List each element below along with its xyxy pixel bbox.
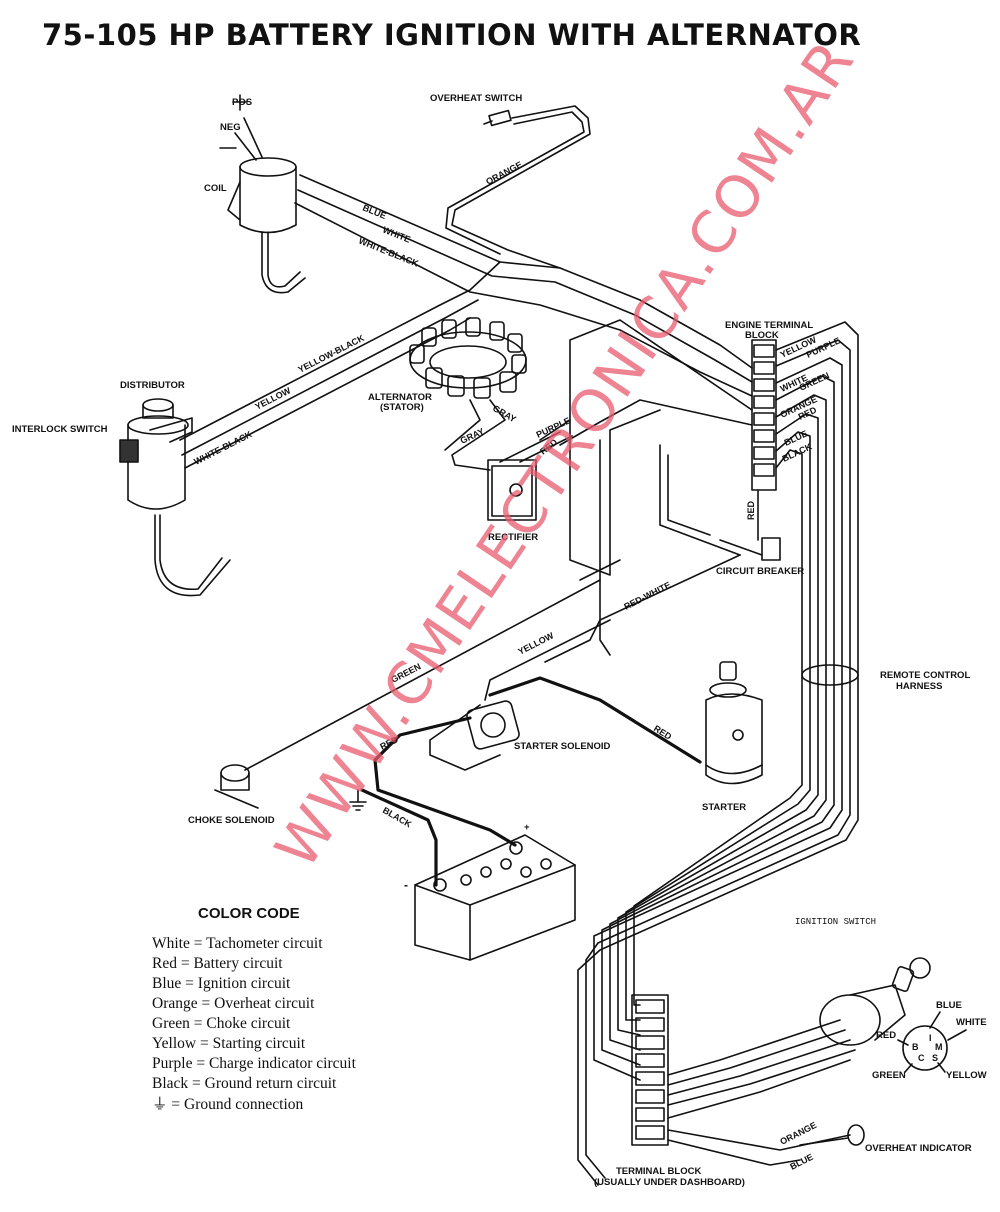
color-code-row-ground: ⏚ = Ground connection bbox=[152, 1095, 304, 1113]
color-code-row: Blue = Ignition circuit bbox=[152, 975, 291, 992]
coil bbox=[219, 94, 306, 294]
label-remote-control-harness-2: HARNESS bbox=[896, 681, 943, 692]
wire-label-green-choke: GREEN bbox=[389, 661, 422, 684]
remote-control-harness bbox=[577, 321, 859, 1186]
yellow-wire bbox=[484, 619, 611, 701]
distributor bbox=[119, 398, 231, 597]
rectifier bbox=[487, 431, 573, 521]
label-alternator-sub: (STATOR) bbox=[380, 402, 424, 413]
label-battery-plus: + bbox=[524, 822, 530, 833]
starter-motor bbox=[705, 661, 763, 785]
label-choke-solenoid: CHOKE SOLENOID bbox=[188, 815, 275, 826]
color-code-row: Black = Ground return circuit bbox=[152, 1075, 337, 1092]
ignition-switch-harness bbox=[667, 1019, 856, 1166]
label-neg: NEG bbox=[220, 122, 241, 133]
overheat-switch bbox=[483, 109, 512, 127]
ground-icon: ⏚ bbox=[152, 1095, 168, 1113]
wire-label-yellow-black: YELLOW-BLACK bbox=[296, 333, 366, 375]
label-starter-solenoid: STARTER SOLENOID bbox=[514, 741, 611, 752]
wire-label-white-black-dist: WHITE-BLACK bbox=[192, 429, 254, 467]
label-overheat-indicator: OVERHEAT INDICATOR bbox=[865, 1143, 972, 1154]
orange-overheat-wire bbox=[451, 105, 591, 269]
label-pos: POS bbox=[232, 97, 253, 108]
green-wire bbox=[244, 579, 601, 771]
starter-solenoid-drawing bbox=[429, 700, 520, 771]
label-interlock-switch: INTERLOCK SWITCH bbox=[12, 424, 108, 435]
wire-label-red-white: RED-WHITE bbox=[622, 580, 672, 612]
label-overheat-switch: OVERHEAT SWITCH bbox=[430, 93, 523, 104]
black-battery-cable bbox=[360, 788, 438, 887]
label-circuit-breaker: CIRCUIT BREAKER bbox=[716, 566, 805, 577]
color-code-row: Purple = Charge indicator circuit bbox=[152, 1055, 356, 1072]
ign-letter-b: B bbox=[912, 1042, 919, 1052]
distributor-harness bbox=[179, 261, 501, 469]
ignition-switch-drawing bbox=[819, 957, 948, 1071]
label-remote-control-harness: REMOTE CONTROL bbox=[880, 670, 971, 681]
ign-letter-m: M bbox=[935, 1042, 943, 1052]
red-starter-cable bbox=[488, 676, 702, 764]
engine-terminal-block bbox=[751, 339, 777, 491]
ign-label-yellow: YELLOW bbox=[946, 1070, 987, 1081]
wire-label-red-cb: RED bbox=[746, 500, 756, 520]
wire-label-blue-ind: BLUE bbox=[788, 1152, 814, 1172]
battery bbox=[414, 834, 576, 961]
wire-label-black-batt: BLACK bbox=[381, 805, 414, 830]
wire-label-yellow-sol: YELLOW bbox=[516, 630, 555, 657]
ign-letter-i: I bbox=[929, 1033, 932, 1043]
label-engine-terminal-block-2: BLOCK bbox=[745, 330, 779, 341]
label-rectifier: RECTIFIER bbox=[488, 532, 539, 543]
wire-label-gray-2: GRAY bbox=[459, 426, 486, 446]
label-coil: COIL bbox=[204, 183, 227, 194]
label-starter: STARTER bbox=[702, 802, 747, 813]
ign-label-white: WHITE bbox=[956, 1017, 987, 1028]
ign-label-green: GREEN bbox=[872, 1070, 906, 1081]
wire-label-blue: BLUE bbox=[361, 203, 387, 221]
overheat-indicator bbox=[799, 1124, 865, 1146]
label-alternator: ALTERNATOR bbox=[368, 392, 432, 403]
color-code-title: COLOR CODE bbox=[198, 905, 300, 922]
ignition-switch-arrows bbox=[897, 1011, 967, 1073]
internal-harness bbox=[569, 409, 741, 656]
label-terminal-block: TERMINAL BLOCK bbox=[616, 1166, 702, 1177]
color-code-row: Orange = Overheat circuit bbox=[152, 995, 315, 1012]
label-terminal-block-2: (USUALLY UNDER DASHBOARD) bbox=[594, 1177, 745, 1188]
label-battery-minus: - bbox=[404, 878, 408, 892]
wire-label-white: WHITE bbox=[381, 225, 412, 245]
dashboard-terminal-block bbox=[631, 994, 669, 1146]
color-code-row: Red = Battery circuit bbox=[152, 955, 283, 972]
color-code-row: White = Tachometer circuit bbox=[152, 935, 323, 952]
alternator-stator bbox=[409, 317, 527, 399]
color-code-list: White = Tachometer circuit Red = Battery… bbox=[152, 934, 356, 1115]
label-distributor: DISTRIBUTOR bbox=[120, 380, 185, 391]
ign-letter-c: C bbox=[918, 1053, 925, 1063]
label-engine-terminal-block: ENGINE TERMINAL bbox=[725, 320, 814, 331]
ign-letter-s: S bbox=[932, 1053, 938, 1063]
ground-symbol bbox=[349, 789, 367, 811]
circuit-breaker bbox=[719, 489, 781, 561]
ign-label-blue: BLUE bbox=[936, 1000, 962, 1011]
ign-label-red: RED bbox=[876, 1030, 897, 1041]
diagram-title: 75-105 HP BATTERY IGNITION WITH ALTERNAT… bbox=[42, 18, 862, 52]
choke-solenoid-drawing bbox=[214, 764, 259, 809]
color-code-row: Green = Choke circuit bbox=[152, 1015, 291, 1032]
red-battery-cable bbox=[373, 716, 517, 847]
coil-harness bbox=[294, 174, 753, 397]
label-ignition-switch: IGNITION SWITCH bbox=[795, 917, 877, 927]
color-code-row: Yellow = Starting circuit bbox=[152, 1035, 306, 1052]
red-white-wire bbox=[544, 554, 741, 663]
